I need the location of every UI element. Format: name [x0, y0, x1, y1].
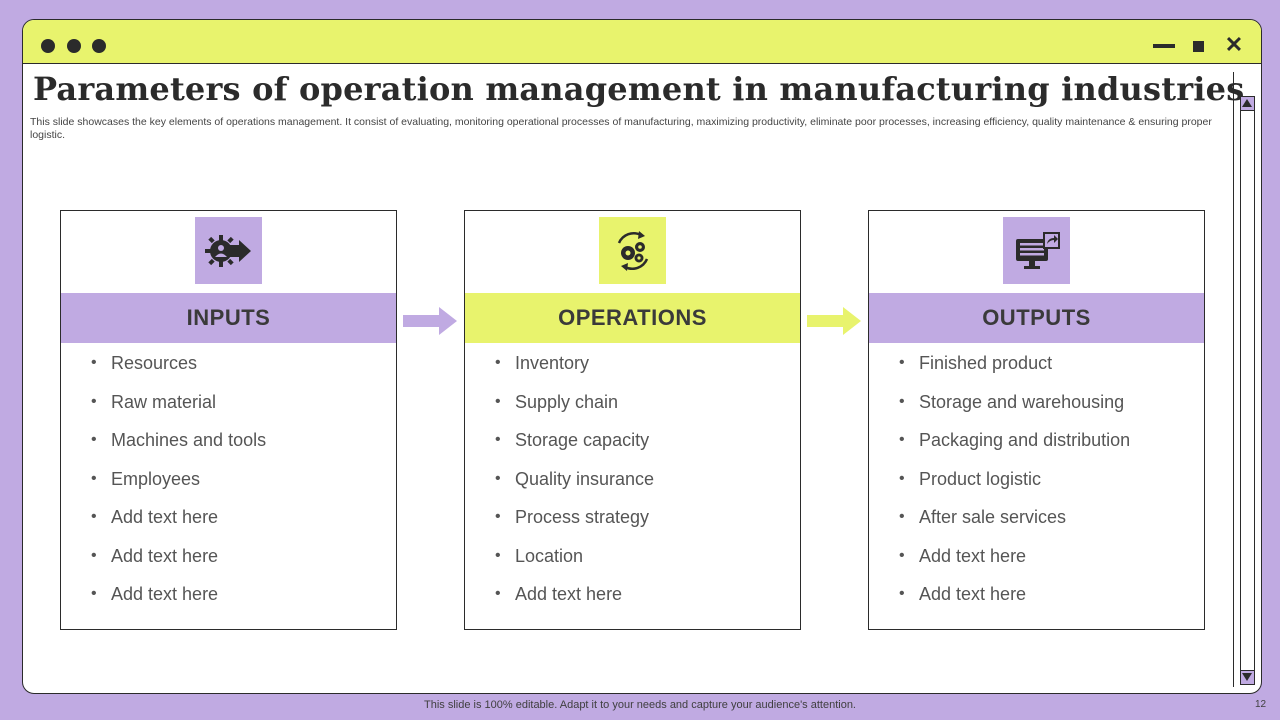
list-item: Add text here	[899, 544, 1130, 583]
triangle-down-icon	[1242, 673, 1252, 681]
yellow-arrow-icon	[807, 307, 861, 335]
slide-window: ✕ Parameters of operation management in …	[22, 19, 1262, 694]
list-item: Raw material	[91, 390, 266, 429]
slide-subtitle: This slide showcases the key elements of…	[30, 116, 1212, 141]
list-item: Product logistic	[899, 467, 1130, 506]
close-icon[interactable]: ✕	[1224, 32, 1244, 57]
scrollbar[interactable]	[1233, 72, 1260, 687]
minimize-icon[interactable]	[1153, 44, 1175, 48]
operations-card: OPERATIONS Inventory Supply chain Storag…	[464, 210, 801, 630]
list-item: Storage and warehousing	[899, 390, 1130, 429]
page-number: 12	[1255, 699, 1267, 710]
gear-person-arrow-icon	[195, 217, 262, 284]
inputs-list: Resources Raw material Machines and tool…	[91, 351, 266, 621]
window-titlebar: ✕	[23, 20, 1261, 64]
list-item: Packaging and distribution	[899, 428, 1130, 467]
list-item: Location	[495, 544, 654, 583]
scroll-up-button[interactable]	[1239, 95, 1255, 111]
scroll-down-button[interactable]	[1239, 669, 1255, 685]
operations-header: OPERATIONS	[465, 293, 800, 343]
list-item: Employees	[91, 467, 266, 506]
gears-cycle-icon	[599, 217, 666, 284]
list-item: Add text here	[91, 544, 266, 583]
monitor-share-icon	[1003, 217, 1070, 284]
list-item: Resources	[91, 351, 266, 390]
slide-title: Parameters of operation management in ma…	[33, 70, 1245, 108]
list-item: Quality insurance	[495, 467, 654, 506]
inputs-header: INPUTS	[61, 293, 396, 343]
purple-arrow-icon	[403, 307, 457, 335]
list-item: Process strategy	[495, 505, 654, 544]
list-item: Add text here	[495, 582, 654, 621]
window-dot-3	[92, 39, 106, 53]
outputs-card: OUTPUTS Finished product Storage and war…	[868, 210, 1205, 630]
operations-list: Inventory Supply chain Storage capacity …	[495, 351, 654, 621]
outputs-header: OUTPUTS	[869, 293, 1204, 343]
footer-note: This slide is 100% editable. Adapt it to…	[424, 699, 856, 711]
list-item: Add text here	[91, 505, 266, 544]
list-item: Add text here	[91, 582, 266, 621]
outputs-list: Finished product Storage and warehousing…	[899, 351, 1130, 621]
list-item: Finished product	[899, 351, 1130, 390]
list-item: Storage capacity	[495, 428, 654, 467]
list-item: Machines and tools	[91, 428, 266, 467]
maximize-icon[interactable]	[1193, 41, 1204, 52]
window-dot-2	[67, 39, 81, 53]
scroll-track[interactable]	[1239, 95, 1255, 685]
list-item: Inventory	[495, 351, 654, 390]
list-item: Add text here	[899, 582, 1130, 621]
list-item: After sale services	[899, 505, 1130, 544]
list-item: Supply chain	[495, 390, 654, 429]
inputs-card: INPUTS Resources Raw material Machines a…	[60, 210, 397, 630]
window-dot-1	[41, 39, 55, 53]
triangle-up-icon	[1242, 99, 1252, 107]
